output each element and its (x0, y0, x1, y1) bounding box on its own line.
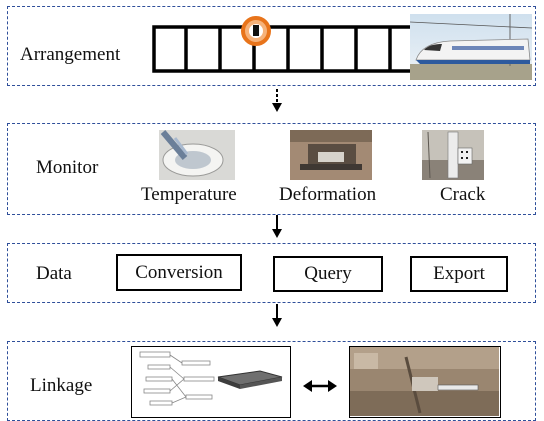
arrangement-label: Arrangement (20, 44, 121, 65)
export-button[interactable]: Export (410, 256, 508, 292)
bidirectional-arrow-icon (303, 379, 337, 393)
linkage-label: Linkage (30, 375, 93, 396)
down-arrow-icon (270, 89, 284, 113)
down-arrow-icon (270, 304, 284, 328)
crack-sensor-image (422, 130, 484, 180)
query-button[interactable]: Query (273, 256, 383, 292)
sensor-marker-icon (240, 15, 272, 47)
bim-model-image (131, 346, 291, 418)
track-diagram (152, 24, 416, 74)
arrangement-panel (7, 6, 536, 86)
monitor-item-crack: Crack (440, 184, 486, 205)
data-label: Data (36, 263, 72, 284)
temperature-sensor-image (159, 130, 235, 180)
monitor-panel (7, 123, 536, 215)
data-panel (7, 243, 536, 303)
monitor-item-deformation: Deformation (279, 184, 377, 205)
monitor-item-temperature: Temperature (141, 184, 237, 205)
down-arrow-icon (270, 215, 284, 239)
train-image (410, 14, 532, 80)
deformation-sensor-image (290, 130, 372, 180)
field-photo-image (349, 346, 501, 418)
conversion-button[interactable]: Conversion (116, 254, 242, 291)
monitor-label: Monitor (36, 157, 99, 178)
